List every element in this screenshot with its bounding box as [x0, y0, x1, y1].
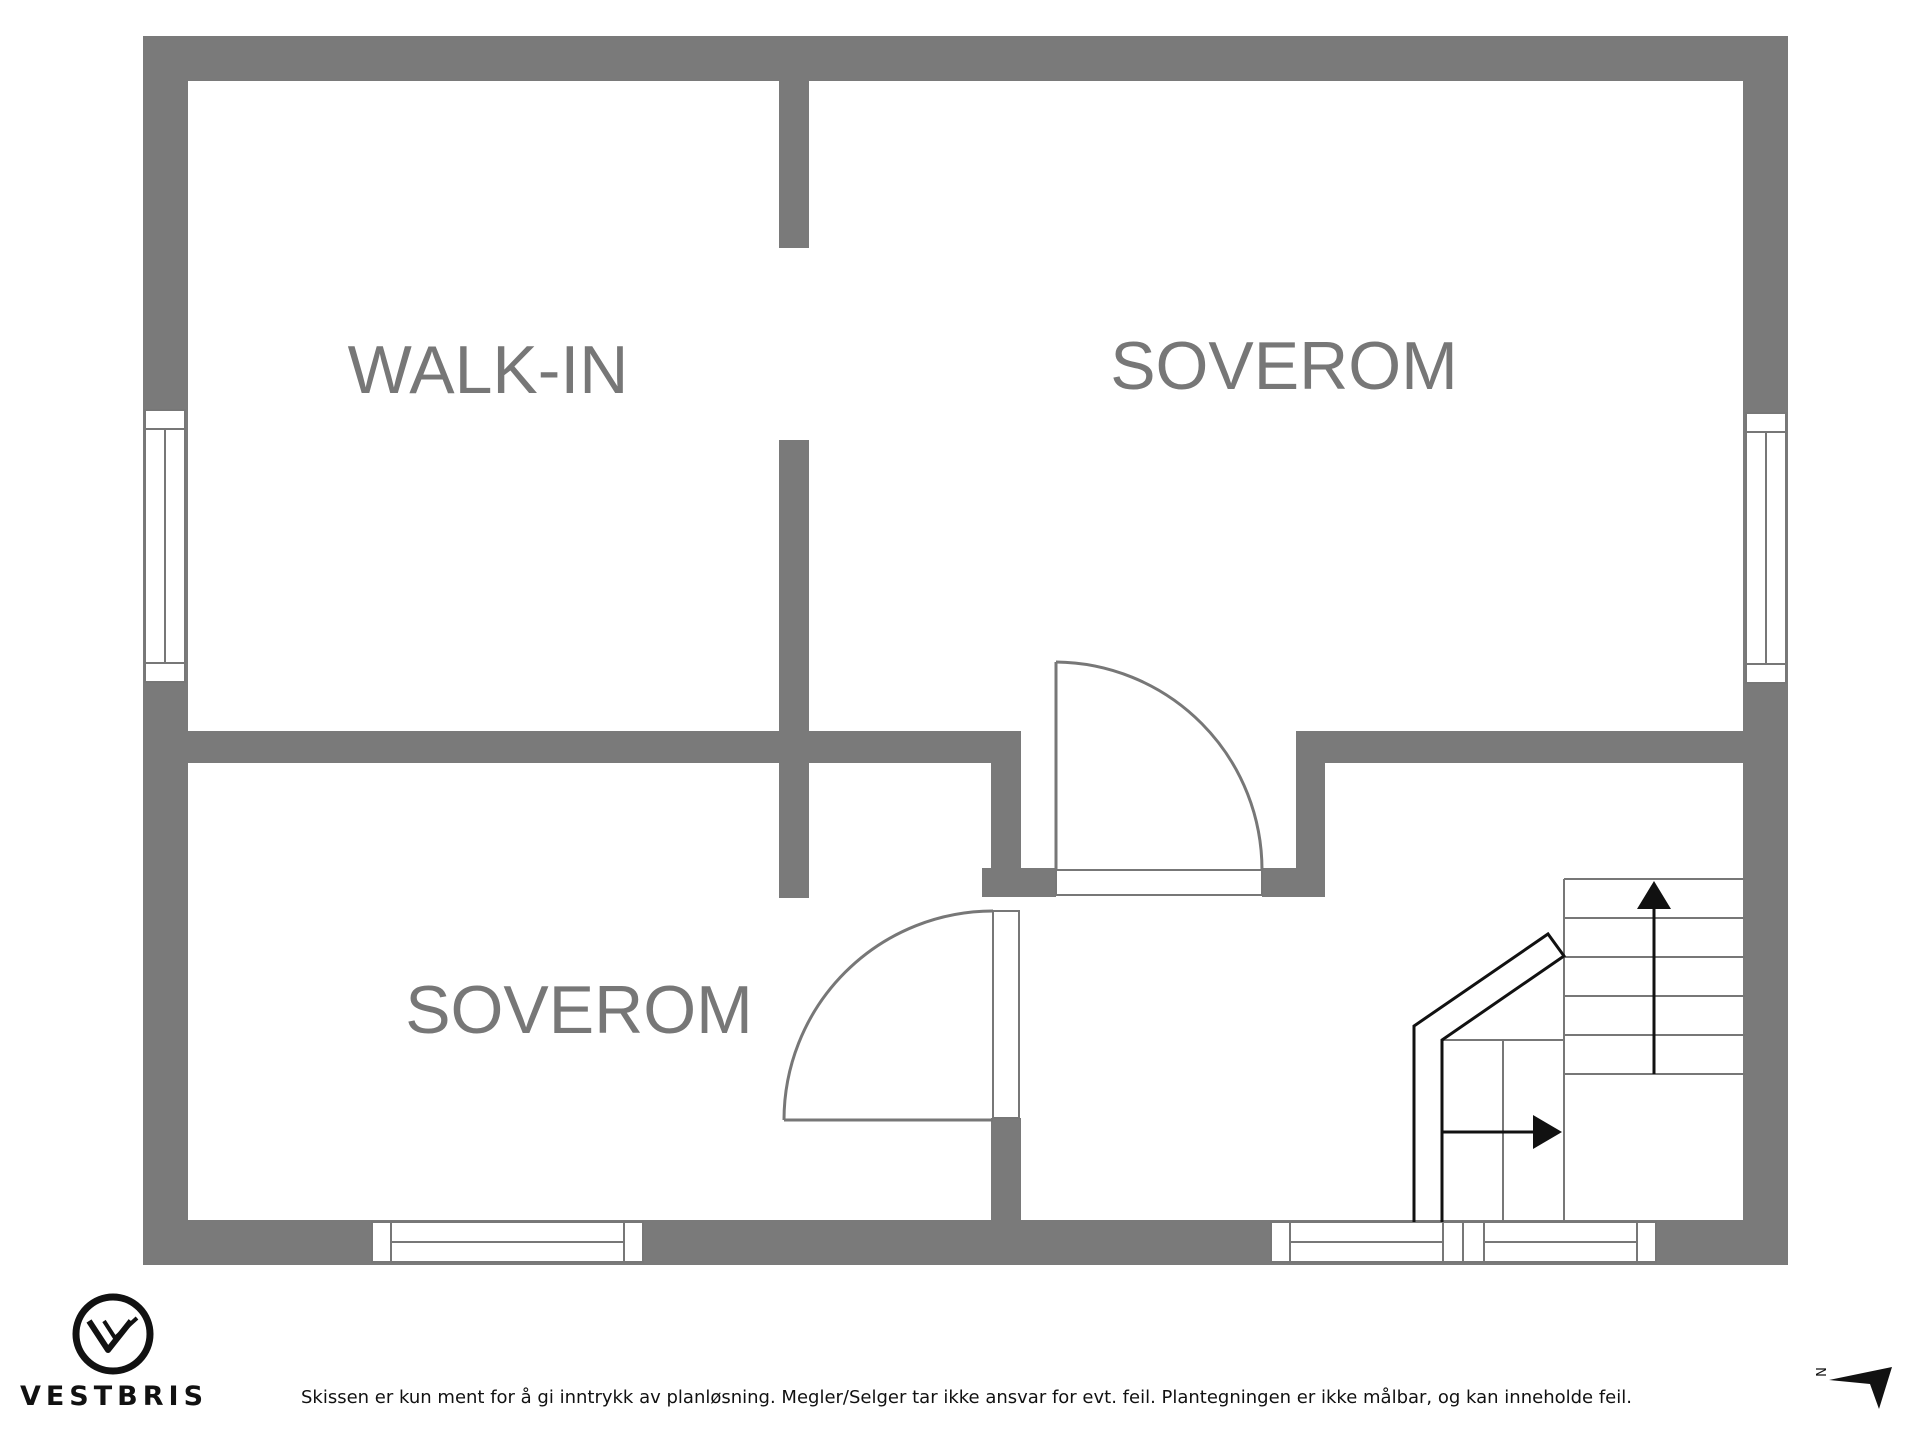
stair-treads — [1442, 878, 1745, 1222]
staircase — [1412, 878, 1745, 1222]
compass: N — [1812, 1367, 1892, 1409]
window-east — [1745, 412, 1787, 684]
room-label-bedroom-north: SOVEROM — [1110, 328, 1458, 404]
room-labels: WALK-IN SOVEROM SOVEROM — [348, 328, 1458, 1048]
wall-door-header-left — [982, 868, 1056, 897]
windows — [144, 409, 1787, 1263]
arrow-up-icon — [1637, 881, 1671, 909]
wall-horizontal-right — [1296, 731, 1788, 763]
door-bedroom-north — [1054, 660, 1264, 896]
brand-logo: VESTBRIS — [20, 1293, 208, 1412]
door-bedroom-south — [782, 909, 1020, 1122]
window-west — [144, 409, 186, 683]
north-arrow-icon — [1829, 1367, 1892, 1409]
compass-north-letter: N — [1812, 1367, 1827, 1377]
wall-door-header-right — [1262, 868, 1325, 897]
doors — [782, 660, 1264, 1122]
wall-bedroom-south-east — [991, 1118, 1021, 1265]
wall-horizontal-left — [143, 731, 1021, 763]
wall-walkin-bedroom-upper — [779, 36, 809, 248]
wall-walkin-bedroom-lower — [779, 440, 809, 898]
brand-name: VESTBRIS — [20, 1381, 208, 1412]
stair-handrail — [1412, 931, 1567, 1222]
vestbris-logo-icon — [72, 1293, 154, 1375]
window-south-left — [371, 1221, 644, 1263]
arrow-right-icon — [1533, 1115, 1562, 1149]
walls — [143, 36, 1788, 1265]
room-label-walk-in: WALK-IN — [348, 332, 629, 408]
outer-wall-top — [143, 36, 1788, 81]
disclaimer-text: Skissen er kun ment for å gi inntrykk av… — [301, 1387, 1632, 1408]
room-label-bedroom-south: SOVEROM — [405, 972, 753, 1048]
stair-direction-arrows — [1442, 881, 1671, 1149]
window-south-right — [1270, 1221, 1657, 1263]
